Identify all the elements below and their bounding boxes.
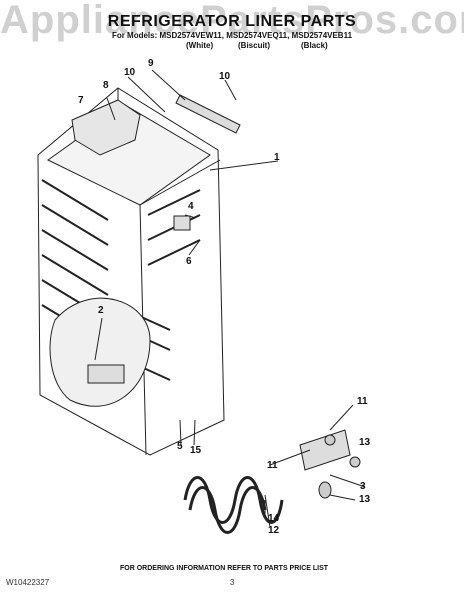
drain-tub bbox=[49, 297, 151, 407]
callout-10b: 10 bbox=[219, 71, 231, 82]
page-number: 3 bbox=[230, 578, 235, 587]
part-4 bbox=[173, 215, 191, 231]
color-biscuit: (Biscuit) bbox=[238, 41, 270, 50]
part-9-rail bbox=[175, 94, 241, 134]
callout-1: 1 bbox=[274, 152, 280, 163]
callout-12: 12 bbox=[268, 525, 280, 536]
part-3 bbox=[299, 429, 351, 471]
callout-11b: 11 bbox=[267, 460, 278, 471]
callout-9: 9 bbox=[148, 58, 154, 69]
part-7-8 bbox=[71, 99, 141, 156]
callout-10a: 10 bbox=[124, 67, 136, 78]
part-grille bbox=[87, 364, 125, 384]
callout-7: 7 bbox=[78, 95, 84, 106]
callout-4: 4 bbox=[188, 201, 194, 212]
color-white: (White) bbox=[186, 41, 214, 50]
ordering-note: FOR ORDERING INFORMATION REFER TO PARTS … bbox=[120, 565, 329, 572]
doc-number: W10422327 bbox=[6, 578, 50, 587]
callout-15: 15 bbox=[190, 445, 202, 456]
callout-14: 14 bbox=[268, 513, 280, 524]
callout-11a: 11 bbox=[357, 396, 368, 407]
model-list: For Models: MSD2574VEW11, MSD2574VEQ11, … bbox=[111, 31, 353, 40]
watermark: AppliancePartsPros.com bbox=[0, 0, 464, 42]
callout-3: 3 bbox=[360, 481, 366, 492]
callout-13b: 13 bbox=[359, 494, 371, 505]
callout-2: 2 bbox=[98, 305, 104, 316]
callout-6: 6 bbox=[186, 256, 192, 267]
callout-13a: 13 bbox=[359, 437, 371, 448]
callout-5: 5 bbox=[177, 441, 183, 452]
color-black: (Black) bbox=[301, 41, 328, 50]
part-12-coil bbox=[183, 476, 284, 524]
page-title: REFRIGERATOR LINER PARTS bbox=[107, 13, 357, 30]
part-13-knob bbox=[318, 481, 332, 499]
callout-8: 8 bbox=[103, 80, 109, 91]
